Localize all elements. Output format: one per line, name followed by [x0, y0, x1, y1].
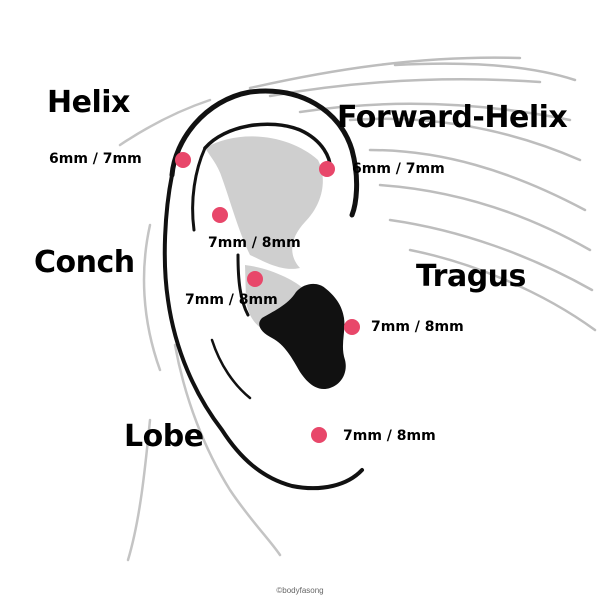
- piercing-marker-conch-upper: [212, 207, 228, 223]
- size-helix: 6mm / 7mm: [49, 151, 142, 167]
- label-helix: Helix: [47, 85, 130, 120]
- label-conch: Conch: [34, 245, 135, 280]
- piercing-markers: [175, 152, 360, 443]
- piercing-marker-lobe: [311, 427, 327, 443]
- ear-outline: [162, 88, 364, 491]
- piercing-marker-forward-helix: [319, 161, 335, 177]
- size-lobe: 7mm / 8mm: [343, 428, 436, 444]
- piercing-marker-tragus: [344, 319, 360, 335]
- piercing-marker-helix: [175, 152, 191, 168]
- size-conch-lower: 7mm / 8mm: [185, 292, 278, 308]
- hair-strands: [248, 56, 597, 332]
- label-lobe: Lobe: [124, 419, 204, 454]
- label-tragus: Tragus: [416, 259, 526, 294]
- head-contour: [118, 98, 282, 562]
- concha-shadow: [259, 283, 346, 390]
- credit: ©bodyfasong: [276, 586, 324, 595]
- size-forward-helix: 6mm / 7mm: [352, 161, 445, 177]
- piercing-marker-conch-lower: [247, 271, 263, 287]
- label-forward-helix: Forward-Helix: [337, 100, 568, 135]
- size-conch-upper: 7mm / 8mm: [208, 235, 301, 251]
- size-tragus: 7mm / 8mm: [371, 319, 464, 335]
